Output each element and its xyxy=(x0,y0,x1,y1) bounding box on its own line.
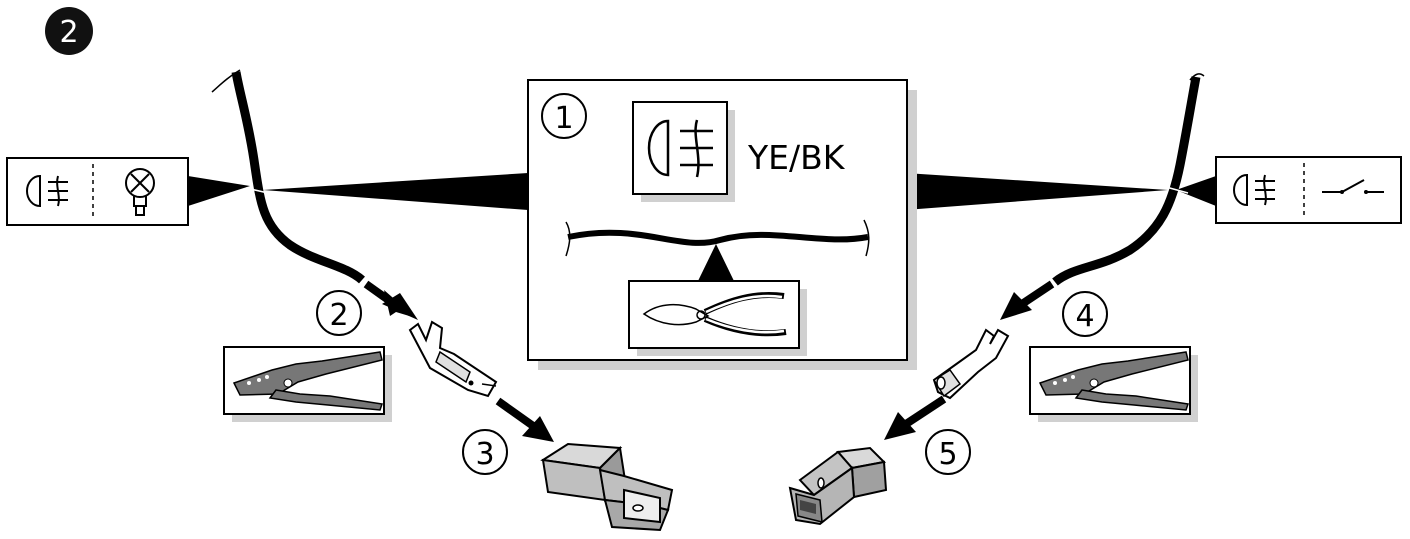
step-badge: 2 xyxy=(45,7,93,55)
step-number: 2 xyxy=(59,15,78,50)
callout-4-label: 4 xyxy=(1075,299,1094,334)
female-terminal xyxy=(932,328,1010,400)
center-panel: 1 YE/BK xyxy=(527,79,917,370)
crimping-tool-icon xyxy=(1038,351,1189,411)
cut-wire xyxy=(565,219,870,281)
arrow-to-male-terminal xyxy=(363,280,418,320)
female-connector-housing xyxy=(788,446,888,526)
callout-4: 4 xyxy=(1062,291,1108,337)
fog-light-symbol-box xyxy=(632,101,735,202)
left-symbol-badge xyxy=(6,157,189,226)
callout-3: 3 xyxy=(462,429,508,475)
callout-3-label: 3 xyxy=(475,437,494,472)
right-wire xyxy=(1052,73,1205,286)
side-cutter-icon xyxy=(642,291,787,337)
wire-color-label: YE/BK xyxy=(747,138,846,177)
arrow-to-female-housing xyxy=(884,395,947,440)
crimping-tool-icon xyxy=(232,351,383,411)
crimp-tool-box-left xyxy=(223,346,392,422)
fog-light-icon xyxy=(647,119,713,178)
left-wire xyxy=(211,69,365,284)
side-cutter-box xyxy=(628,280,807,356)
callout-2: 2 xyxy=(316,290,362,336)
switch-icon xyxy=(1322,179,1384,194)
callout-5: 5 xyxy=(925,429,971,475)
callout-1-label: 1 xyxy=(554,101,573,136)
fog-light-icon xyxy=(1233,173,1275,207)
male-terminal xyxy=(408,320,498,398)
arrow-to-male-housing xyxy=(495,397,554,442)
fog-light-icon xyxy=(26,174,68,208)
callout-1: 1 xyxy=(541,93,587,139)
callout-5-label: 5 xyxy=(938,437,957,472)
right-symbol-badge xyxy=(1215,156,1402,224)
bulb-icon xyxy=(125,168,155,216)
male-connector-housing xyxy=(540,442,674,532)
crimp-tool-box-right xyxy=(1029,346,1198,422)
pointer-wedges xyxy=(188,173,1216,210)
callout-2-label: 2 xyxy=(329,298,348,333)
arrow-to-female-terminal xyxy=(1000,280,1055,320)
